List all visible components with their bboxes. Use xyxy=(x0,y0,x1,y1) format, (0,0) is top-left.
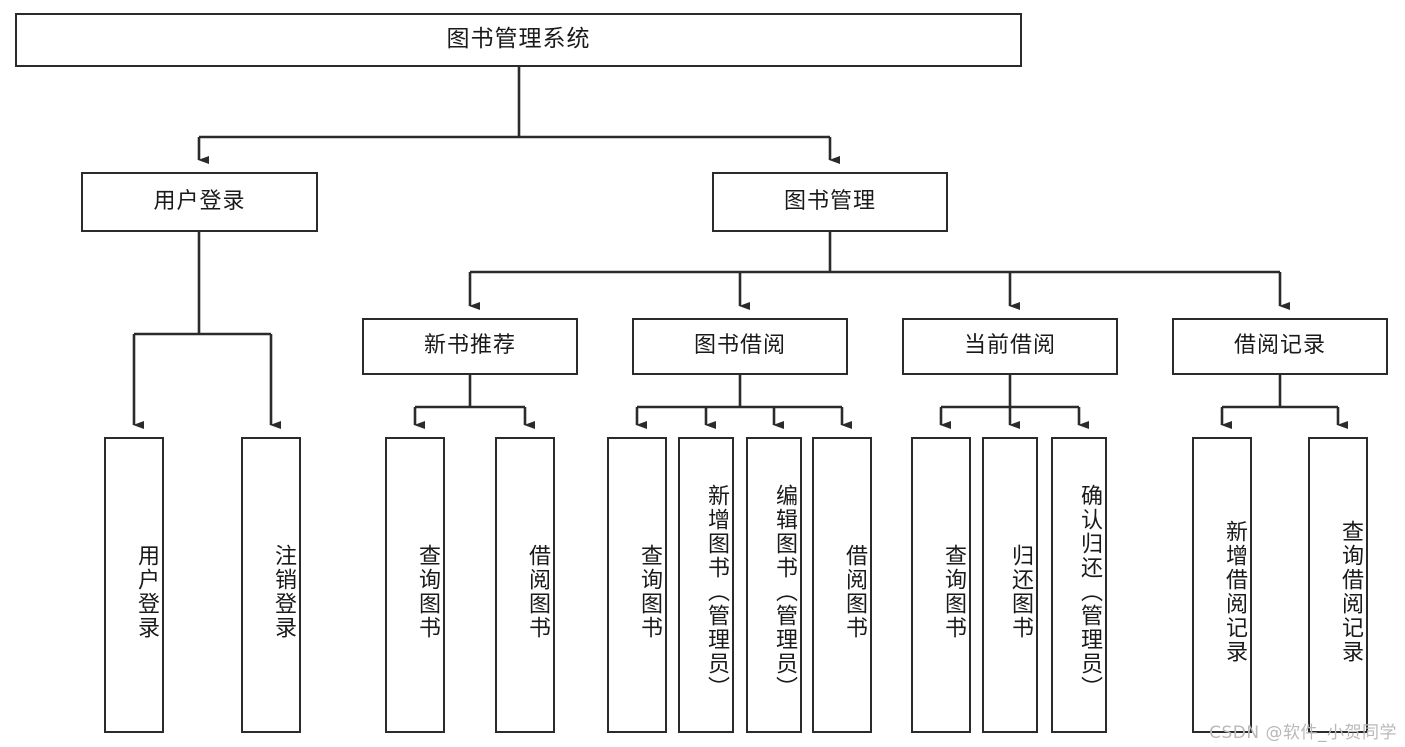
node-book-borrow[interactable]: 图书借阅 xyxy=(632,318,848,375)
node-borrow-record[interactable]: 借阅记录 xyxy=(1172,318,1388,375)
node-leaf-query-book-1[interactable]: 查询图书 xyxy=(385,437,445,733)
node-new-book-recommend[interactable]: 新书推荐 xyxy=(362,318,578,375)
node-label: 用户登录 xyxy=(153,188,246,214)
node-label: 确认归还（管理员） xyxy=(1077,484,1102,700)
node-label: 新增借阅记录 xyxy=(1222,520,1247,664)
node-leaf-edit-book[interactable]: 编辑图书（管理员） xyxy=(746,437,802,733)
node-label: 借阅图书 xyxy=(842,544,867,640)
node-leaf-query-book-2[interactable]: 查询图书 xyxy=(607,437,667,733)
node-root-system[interactable]: 图书管理系统 xyxy=(15,13,1022,67)
node-label: 借阅记录 xyxy=(1233,333,1326,359)
node-leaf-return-book[interactable]: 归还图书 xyxy=(982,437,1038,733)
node-label: 借阅图书 xyxy=(525,544,550,640)
node-label: 查询借阅记录 xyxy=(1338,520,1363,664)
node-label: 注销登录 xyxy=(271,544,296,640)
node-label: 当前借阅 xyxy=(963,333,1056,359)
node-label: 查询图书 xyxy=(637,544,662,640)
node-leaf-logout-login[interactable]: 注销登录 xyxy=(241,437,301,733)
csdn-watermark: CSDN @软件_小贺同学 xyxy=(1209,723,1397,743)
node-leaf-borrow-book-1[interactable]: 借阅图书 xyxy=(495,437,555,733)
node-label: 新书推荐 xyxy=(423,333,516,359)
node-leaf-query-book-3[interactable]: 查询图书 xyxy=(911,437,971,733)
node-label: 图书管理系统 xyxy=(446,26,591,53)
node-leaf-user-login[interactable]: 用户登录 xyxy=(104,437,164,733)
node-leaf-query-record[interactable]: 查询借阅记录 xyxy=(1308,437,1368,733)
node-label: 查询图书 xyxy=(941,544,966,640)
node-label: 归还图书 xyxy=(1008,544,1033,640)
node-label: 用户登录 xyxy=(134,544,159,640)
node-book-management[interactable]: 图书管理 xyxy=(712,172,948,232)
node-label: 图书管理 xyxy=(783,188,876,214)
node-leaf-add-record[interactable]: 新增借阅记录 xyxy=(1192,437,1252,733)
node-leaf-add-book[interactable]: 新增图书（管理员） xyxy=(678,437,734,733)
node-user-login[interactable]: 用户登录 xyxy=(81,172,318,232)
node-label: 新增图书（管理员） xyxy=(704,484,729,700)
node-current-borrow[interactable]: 当前借阅 xyxy=(902,318,1118,375)
node-label: 图书借阅 xyxy=(693,333,786,359)
node-leaf-confirm-return[interactable]: 确认归还（管理员） xyxy=(1051,437,1107,733)
node-label: 查询图书 xyxy=(415,544,440,640)
node-label: 编辑图书（管理员） xyxy=(772,484,797,700)
node-leaf-borrow-book-2[interactable]: 借阅图书 xyxy=(812,437,872,733)
